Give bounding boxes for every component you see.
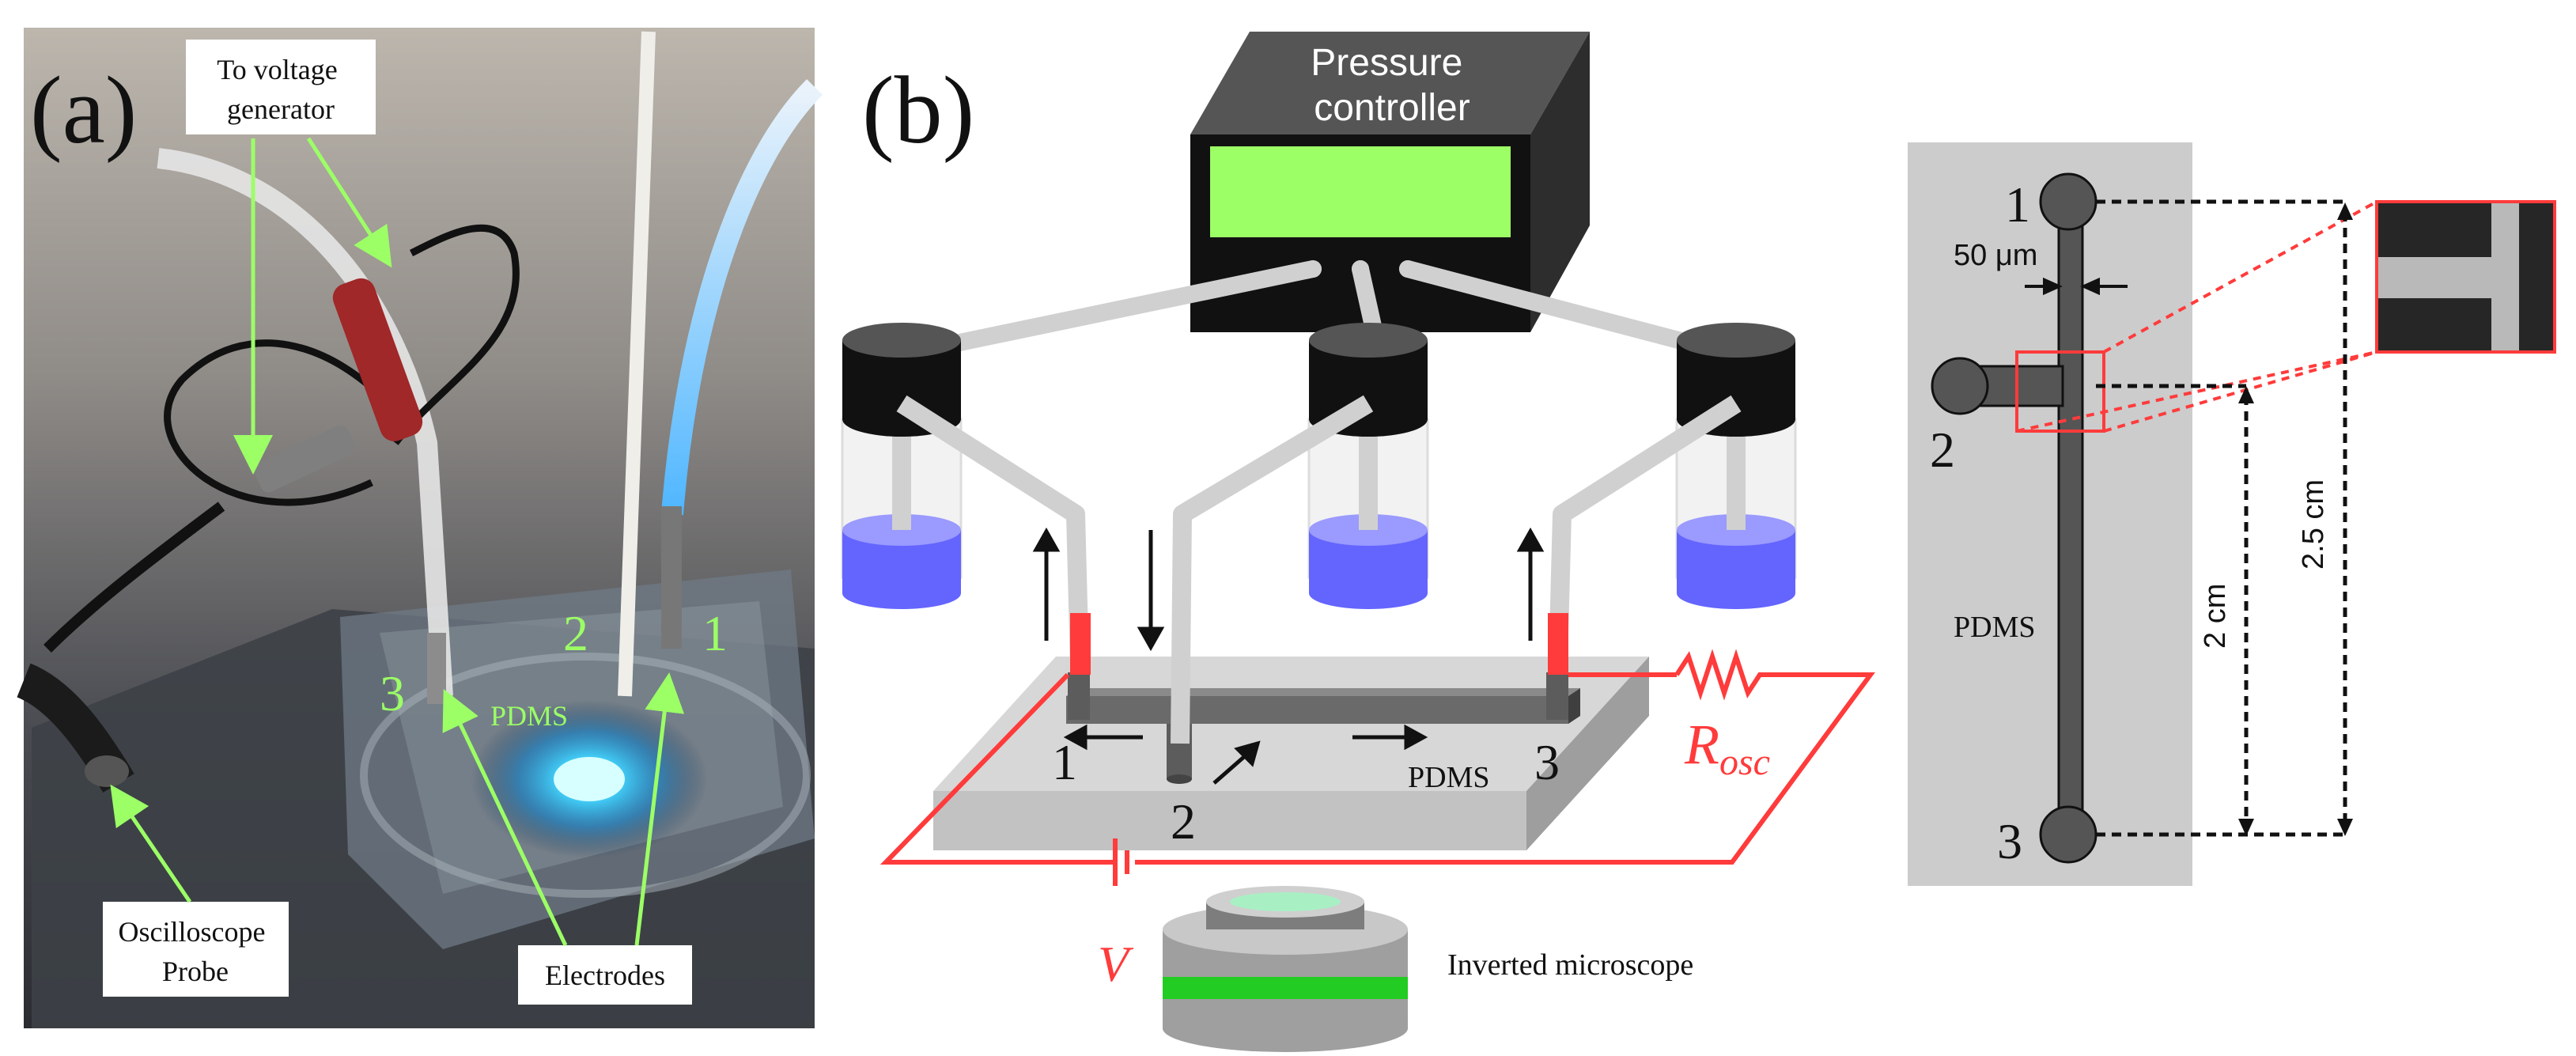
channel-outline: [1931, 172, 2097, 864]
photo-port-1: 1: [702, 605, 728, 661]
pdms-chip: [933, 657, 1649, 850]
pressure-display: [1210, 146, 1511, 237]
pdms-region: [1908, 142, 2192, 886]
chip-port-2: 2: [1171, 793, 1196, 850]
electrodes-callout-text: Electrodes: [545, 959, 665, 991]
reservoir-left: [841, 323, 963, 609]
circuit-wire: [879, 649, 1875, 886]
photo-pdms-label: PDMS: [490, 700, 568, 732]
inverted-microscope: [1163, 886, 1408, 1052]
electrode-3: [1548, 613, 1568, 675]
electrodes-arrow-2: [634, 672, 685, 946]
reservoir-right: [1675, 323, 1797, 609]
reservoir-middle: [1307, 323, 1429, 609]
chip-port-3: 3: [1534, 734, 1560, 790]
zoom-lines: [2016, 200, 2377, 433]
probe-callout-text: Oscilloscope Probe: [119, 916, 273, 987]
panel-b-letter: (b): [862, 57, 974, 164]
probe-callout-box: [103, 902, 289, 997]
geom-port-2: 2: [1930, 422, 1955, 478]
geom-port-3: 3: [1997, 813, 2022, 869]
electrodes-callout-box: [518, 945, 692, 1005]
voltage-arrow-2: [306, 137, 392, 268]
microscope-label: Inverted microscope: [1447, 948, 1693, 982]
photo-port-3: 3: [380, 665, 405, 721]
panel-a-photo: [16, 28, 823, 1028]
inset-marker: [2015, 350, 2105, 433]
width-label: 50 μm: [1954, 239, 2037, 272]
probe-arrow: [110, 784, 192, 903]
pressure-controller-label: Pressure controller: [1311, 42, 1473, 129]
voltage-callout-box: [186, 40, 376, 134]
width-arrows: [2025, 277, 2128, 296]
dimension-lines: [2096, 199, 2347, 837]
geom-pdms-label: PDMS: [1954, 611, 2036, 644]
electrode-1: [1070, 613, 1091, 675]
dist-short-label: 2 cm: [2199, 584, 2232, 649]
voltage-callout-text: To voltage generator: [217, 54, 344, 125]
chip-port-1: 1: [1052, 734, 1077, 790]
geom-port-1: 1: [2005, 176, 2030, 233]
electrodes-arrow-1: [442, 688, 568, 947]
chip-pdms-label: PDMS: [1408, 761, 1490, 794]
micrograph-inset: [2375, 200, 2556, 354]
panel-a-letter: (a): [30, 57, 137, 164]
resistor-label: Rosc: [1684, 713, 1770, 783]
dimension-arrowheads: [2238, 202, 2353, 836]
pressure-controller: [1190, 32, 1590, 332]
voltage-symbol: V: [1098, 936, 1134, 992]
dist-long-label: 2.5 cm: [2297, 479, 2330, 570]
photo-port-2: 2: [563, 605, 588, 661]
flow-arrows: [1032, 527, 1545, 785]
